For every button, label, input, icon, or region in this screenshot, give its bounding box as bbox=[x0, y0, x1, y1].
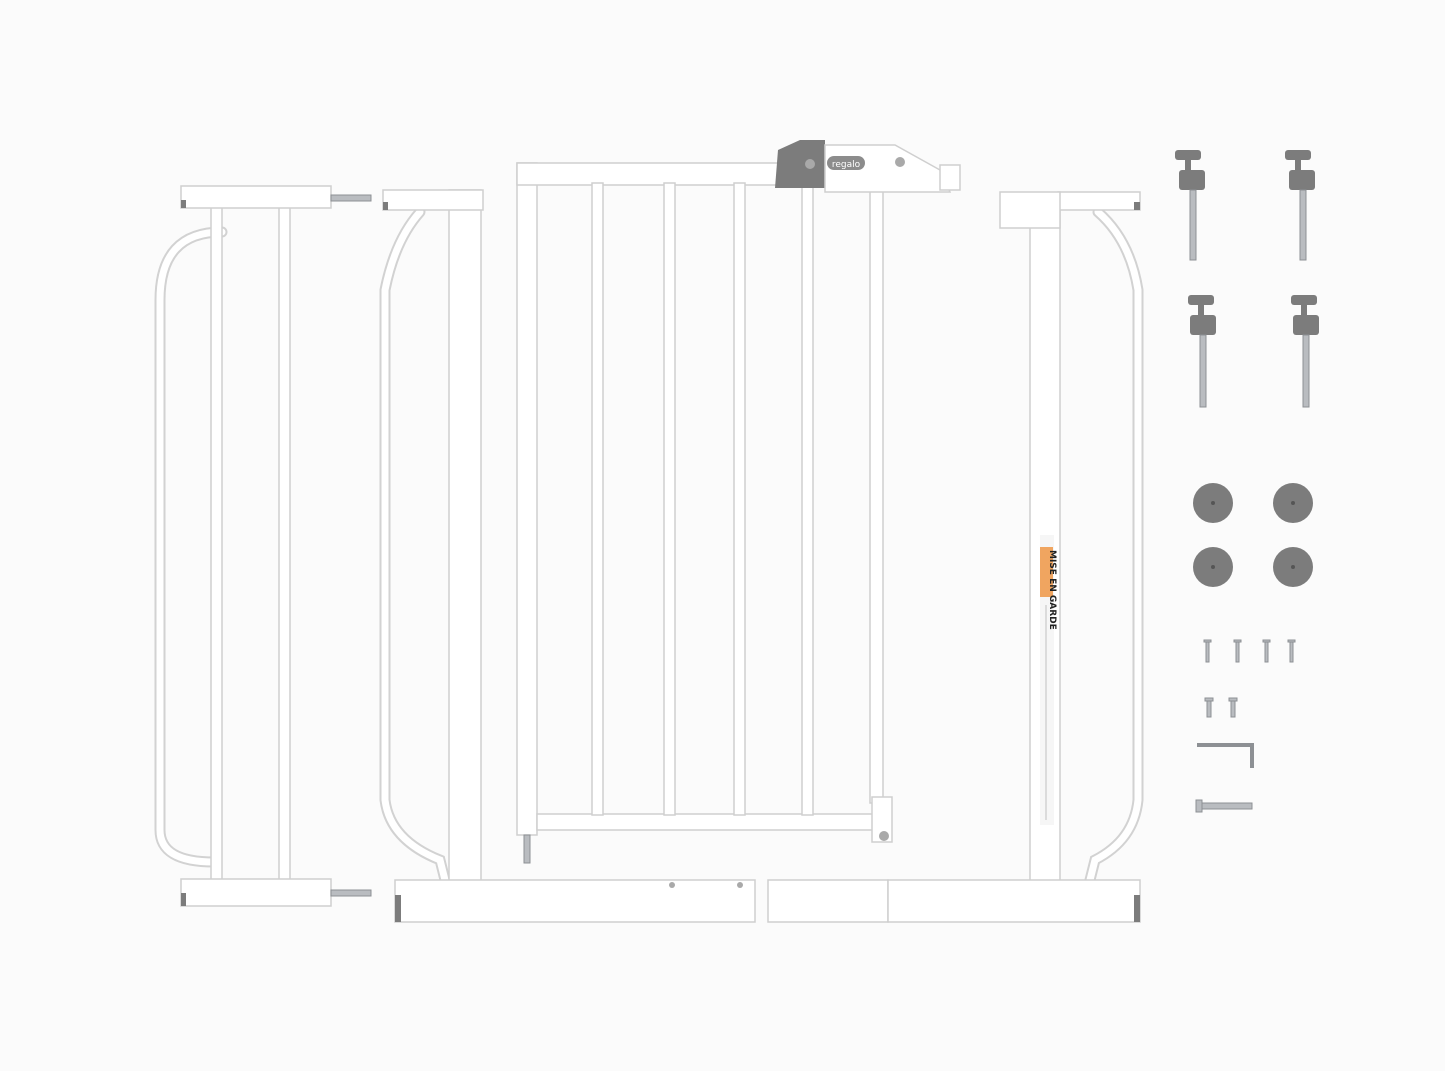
warning-label: MISE EN GARDE bbox=[1040, 535, 1057, 825]
left-extension-panel bbox=[154, 185, 372, 907]
connector-pin-bottom bbox=[330, 889, 372, 897]
screws bbox=[1203, 639, 1296, 718]
bolt-pin bbox=[1195, 799, 1253, 813]
left-frame-panel bbox=[379, 189, 756, 923]
wall-cups bbox=[1193, 483, 1313, 587]
brand-logo: regalo bbox=[832, 160, 861, 170]
gate-door: regalo bbox=[516, 140, 961, 864]
brand-logo-badge bbox=[827, 156, 865, 170]
gate-latch: regalo bbox=[775, 140, 961, 193]
pressure-spindles bbox=[1175, 150, 1319, 408]
allen-key bbox=[1197, 743, 1254, 768]
right-frame-panel: MISE EN GARDE bbox=[767, 191, 1144, 923]
connector-pin-top bbox=[330, 194, 372, 202]
warning-label-title: MISE EN GARDE bbox=[1047, 550, 1057, 630]
